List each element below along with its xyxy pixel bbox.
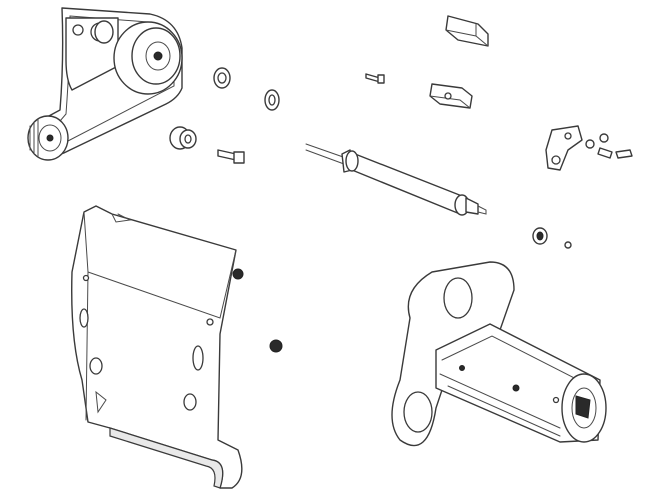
clip-block-top [445,15,489,47]
fastener-nut-left [232,268,244,280]
washer-ring-upper [213,67,231,89]
curved-side-cover [71,205,243,489]
spindle-housing [391,261,607,447]
bushing-ring [264,89,280,111]
fastener-nut-middle [269,339,283,353]
flanged-bearing [169,126,197,150]
nut-and-washer [532,227,572,249]
small-bracket [545,125,583,171]
shoulder-screw [217,149,245,164]
motor-belt-drive-assembly [27,7,183,161]
small-screw-top [365,73,385,84]
screw-set-right [585,133,633,159]
roller-shaft [305,143,487,216]
clip-block-lower [429,83,473,109]
